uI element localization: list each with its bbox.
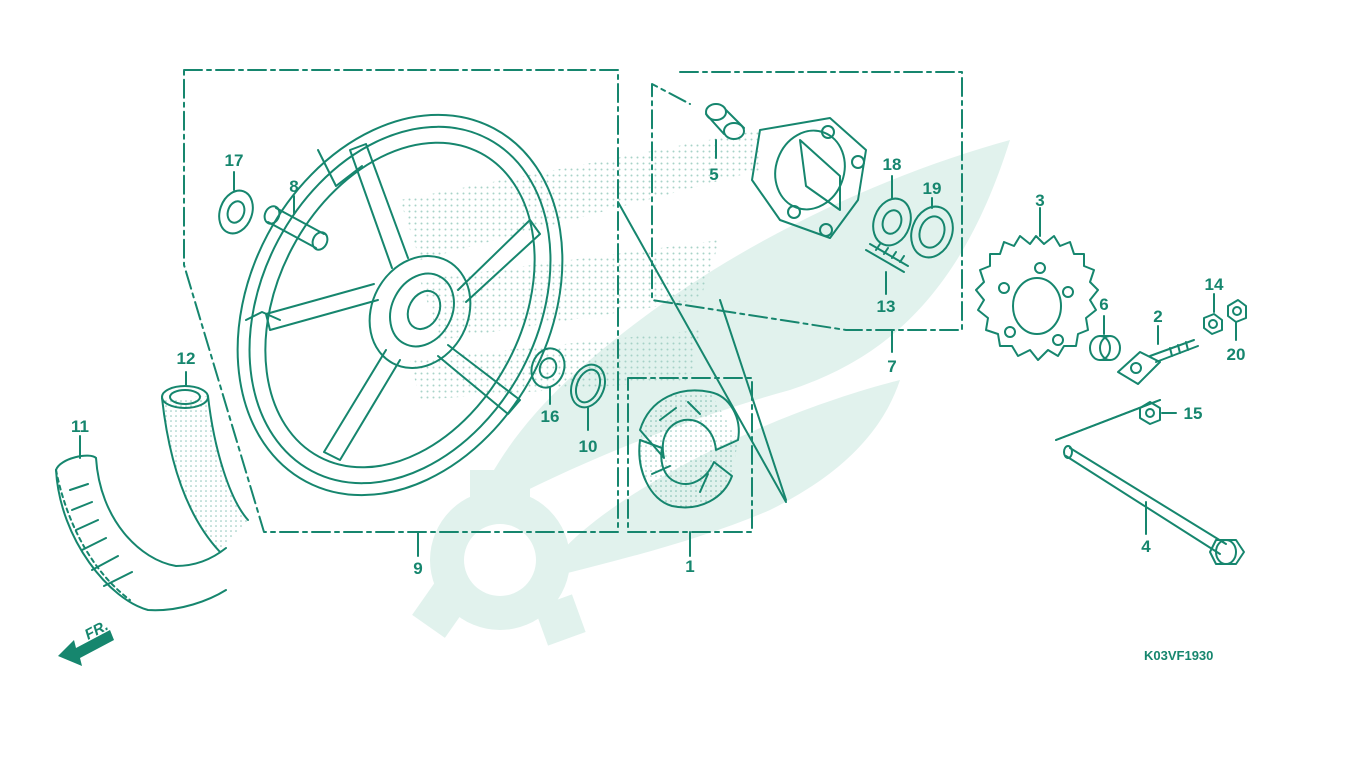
part-6-collar bbox=[1089, 315, 1121, 361]
callout-9[interactable]: 9 bbox=[413, 559, 422, 578]
hub-guide-2 bbox=[719, 299, 787, 501]
part-5-collar bbox=[705, 103, 745, 159]
part-19-seal bbox=[910, 197, 954, 259]
part-17-bearing bbox=[218, 171, 254, 235]
cast-wheel bbox=[236, 113, 564, 497]
callout-5[interactable]: 5 bbox=[709, 165, 718, 184]
part-7-hub bbox=[751, 117, 867, 239]
part-11-tire bbox=[55, 435, 227, 612]
callout-18[interactable]: 18 bbox=[883, 155, 902, 174]
callout-labels: 1 2 3 4 5 6 7 8 9 10 11 12 13 14 15 16 1… bbox=[71, 151, 1245, 578]
part-12-tube bbox=[161, 371, 249, 553]
callout-14[interactable]: 14 bbox=[1205, 275, 1224, 294]
callout-3[interactable]: 3 bbox=[1035, 191, 1044, 210]
part-18-bearing bbox=[872, 175, 912, 247]
callout-17[interactable]: 17 bbox=[225, 151, 244, 170]
hub-guide-1 bbox=[617, 201, 787, 503]
part-15-nut bbox=[1139, 401, 1177, 425]
callout-12[interactable]: 12 bbox=[177, 349, 196, 368]
callout-6[interactable]: 6 bbox=[1099, 295, 1108, 314]
callout-13[interactable]: 13 bbox=[877, 297, 896, 316]
callout-19[interactable]: 19 bbox=[923, 179, 942, 198]
drawing-lines bbox=[55, 69, 1247, 612]
part-1-damper bbox=[638, 389, 740, 509]
group-box-9 bbox=[183, 69, 619, 533]
part-13-stud bbox=[865, 243, 909, 295]
part-14-nut bbox=[1203, 293, 1223, 335]
front-arrow: FR. bbox=[58, 617, 114, 666]
part-3-sprocket bbox=[975, 207, 1099, 361]
callout-11[interactable]: 11 bbox=[71, 417, 89, 436]
callout-8[interactable]: 8 bbox=[289, 177, 298, 196]
part-10-oring bbox=[570, 363, 606, 431]
group-box-7 bbox=[651, 71, 963, 331]
callout-10[interactable]: 10 bbox=[579, 437, 598, 456]
part-16-bearing bbox=[530, 347, 566, 405]
callout-2[interactable]: 2 bbox=[1153, 307, 1162, 326]
callout-1[interactable]: 1 bbox=[685, 557, 694, 576]
leader-sprocket bbox=[1055, 399, 1161, 441]
drawing-code: K03VF1930 bbox=[1144, 648, 1213, 663]
part-20-nut bbox=[1227, 299, 1247, 341]
group-box-1 bbox=[627, 377, 753, 533]
part-8-collar bbox=[263, 195, 329, 251]
callout-4[interactable]: 4 bbox=[1141, 537, 1151, 556]
callout-16[interactable]: 16 bbox=[541, 407, 560, 426]
part-4-axle bbox=[1055, 399, 1245, 565]
part-2-adjuster bbox=[1117, 325, 1199, 385]
callout-15[interactable]: 15 bbox=[1184, 404, 1203, 423]
callout-20[interactable]: 20 bbox=[1227, 345, 1246, 364]
callout-7[interactable]: 7 bbox=[887, 357, 896, 376]
